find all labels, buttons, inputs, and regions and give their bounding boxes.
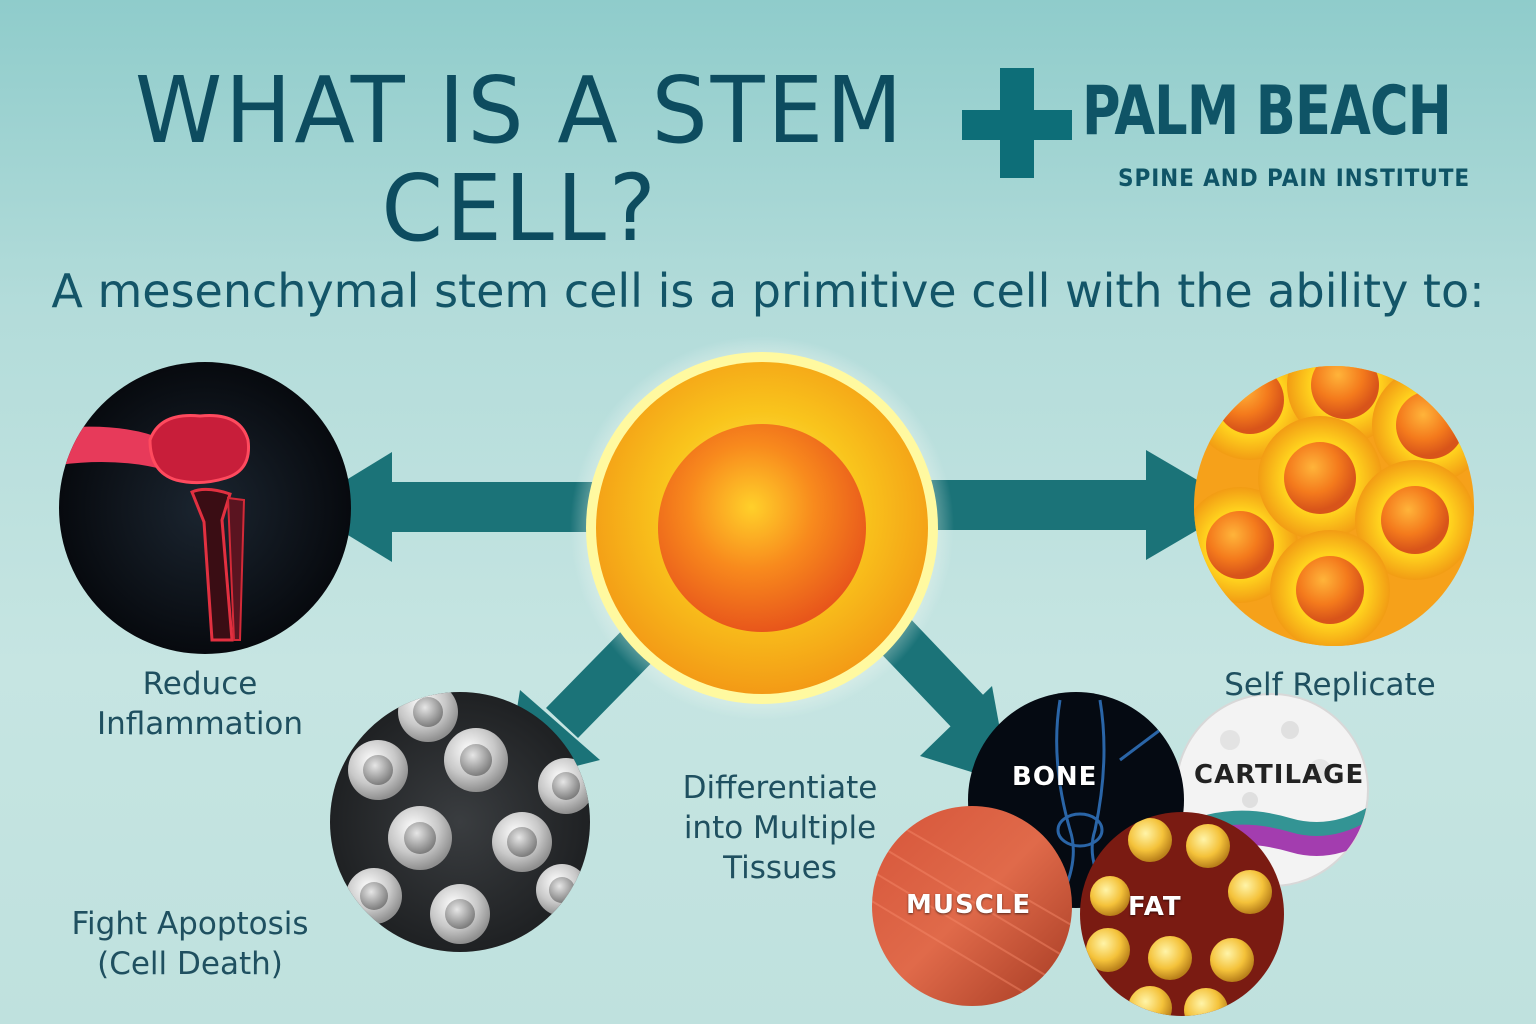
arrow-right [930, 450, 1240, 560]
apoptosis-cells-icon [330, 692, 590, 952]
tissue-label-bone: BONE [1012, 762, 1098, 792]
label-line: Tissues [723, 850, 837, 886]
label-self-replicate: Self Replicate [1224, 667, 1436, 703]
label-reduce-inflammation: Reduce Inflammation [60, 664, 340, 744]
knee-joint-icon [59, 362, 351, 654]
page-title: WHAT IS A STEM CELL? [98, 62, 943, 258]
tissue-label-fat: FAT [1128, 892, 1182, 922]
label-line: (Cell Death) [97, 946, 283, 982]
label-line: Inflammation [96, 706, 304, 742]
fat-tissue-icon [1080, 812, 1284, 1016]
label-line: into Multiple [683, 810, 877, 846]
label-line: Reduce [142, 666, 258, 702]
logo-name: PALM BEACH [1082, 72, 1452, 151]
tissue-label-muscle: MUSCLE [906, 890, 1032, 920]
title-line-1: WHAT IS A STEM [134, 57, 906, 164]
subtitle: A mesenchymal stem cell is a primitive c… [51, 264, 1485, 318]
label-differentiate: Differentiate into Multiple Tissues [650, 768, 910, 888]
logo-tagline: SPINE AND PAIN INSTITUTE [1118, 164, 1471, 192]
title-line-2: CELL? [381, 155, 659, 262]
tissue-label-cartilage: CARTILAGE [1194, 760, 1365, 790]
muscle-tissue-icon [872, 806, 1072, 1006]
replicating-cells-icon [1194, 366, 1474, 646]
label-line: Differentiate [682, 770, 878, 806]
label-line: Fight Apoptosis [71, 906, 309, 942]
label-fight-apoptosis: Fight Apoptosis (Cell Death) [40, 904, 340, 984]
medical-cross-icon [962, 68, 1072, 178]
stem-cell-icon [570, 336, 954, 720]
